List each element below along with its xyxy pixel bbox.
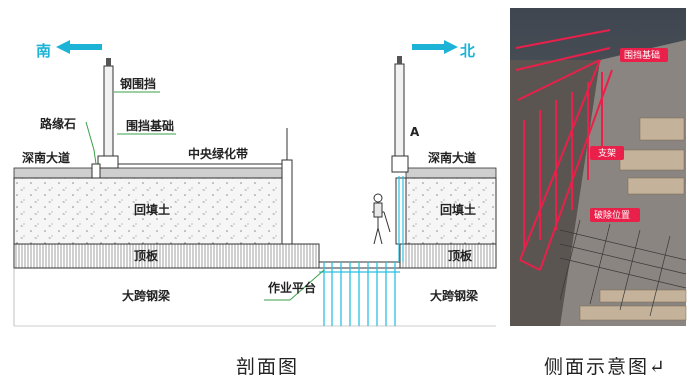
svg-text:破除位置: 破除位置	[594, 209, 630, 221]
right-steel-fence	[391, 56, 409, 173]
tag-demolition: 破除位置	[590, 208, 640, 222]
north-arrow: 北	[412, 40, 475, 60]
left-fence-foundation	[97, 155, 119, 169]
label-steel-fence: 钢围挡	[120, 76, 156, 91]
label-curb: 路缘石	[40, 116, 76, 131]
caption-side-view: 侧面示意图↵	[544, 356, 667, 378]
left-wall	[281, 159, 293, 245]
right-roof-slab	[399, 243, 497, 269]
label-backfill-left: 回填土	[134, 202, 170, 217]
caption-section: 剖面图	[236, 356, 300, 378]
right-backfill	[405, 177, 497, 245]
label-roof-left: 顶板	[134, 248, 159, 263]
label-beam-right: 大跨钢梁	[430, 288, 478, 303]
tag-support: 支架	[590, 146, 624, 160]
site-photo: 围挡基础 支架 破除位置	[510, 8, 687, 326]
left-backfill	[13, 177, 283, 245]
label-point-a: A	[410, 125, 420, 139]
label-platform: 作业平台	[268, 280, 316, 295]
label-roof-right: 顶板	[448, 248, 473, 263]
label-beam-left: 大跨钢梁	[122, 288, 170, 303]
right-fence-foundation	[391, 155, 409, 173]
north-label: 北	[460, 42, 475, 60]
label-fence-foundation: 围挡基础	[126, 118, 174, 133]
vertical-rebar	[398, 176, 404, 262]
label-shennan-left: 深南大道	[22, 150, 70, 165]
left-roof-slab	[13, 243, 320, 269]
tag-fence-foundation: 围挡基础	[620, 48, 668, 62]
south-arrow: 南	[36, 40, 102, 60]
right-pavement	[405, 167, 497, 179]
rebar-mesh	[559, 219, 687, 317]
right-wall	[395, 177, 407, 245]
label-shennan-right: 深南大道	[428, 150, 476, 165]
label-backfill-right: 回填土	[440, 202, 476, 217]
leader-lines	[85, 91, 325, 301]
curb	[91, 163, 101, 179]
red-fence	[515, 29, 613, 271]
svg-text:围挡基础: 围挡基础	[624, 49, 660, 61]
platform-rebar	[319, 262, 400, 326]
worker-icon	[372, 193, 391, 245]
svg-text:支架: 支架	[598, 147, 616, 159]
south-label: 南	[36, 42, 51, 60]
label-median: 中央绿化带	[188, 146, 248, 161]
left-steel-fence	[91, 58, 119, 179]
section-drawing: 南 北	[13, 40, 497, 327]
left-pavement	[13, 167, 283, 179]
